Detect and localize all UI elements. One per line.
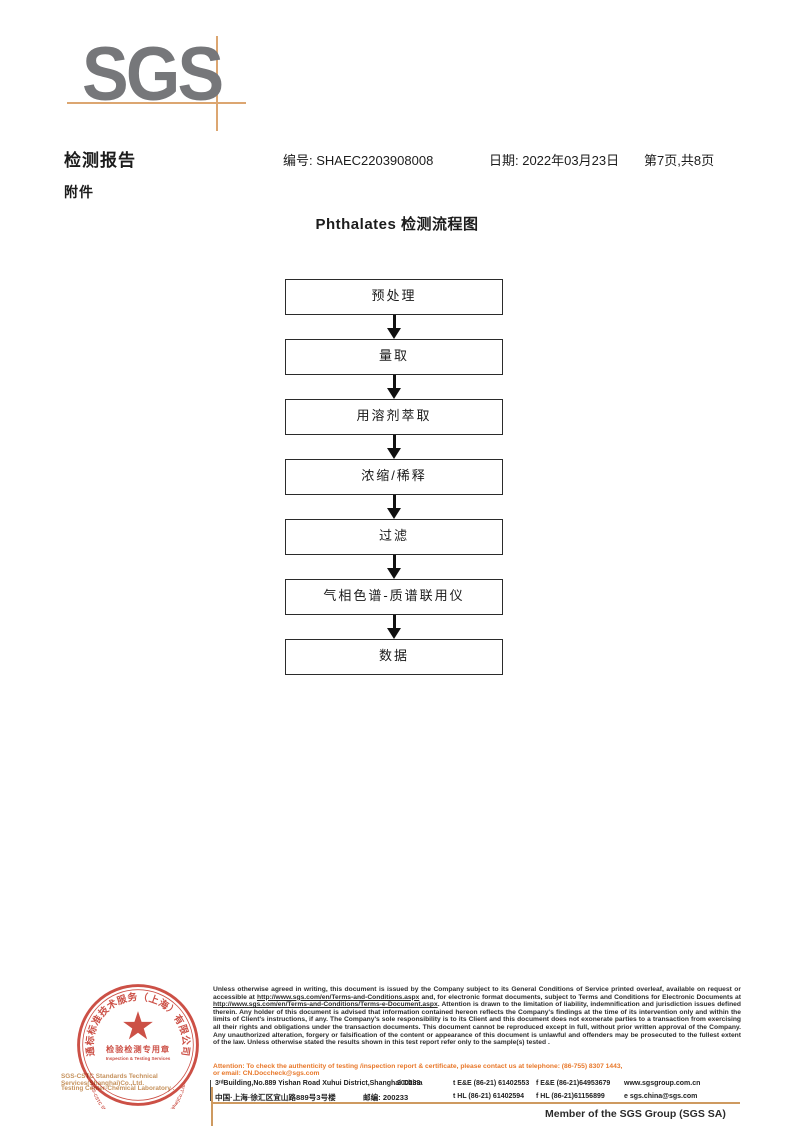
disclaimer-segment: . Attention is drawn to the limitation o…: [213, 1001, 741, 1047]
down-arrow-icon: [387, 375, 401, 399]
attention-line-2: or email: CN.Doccheck@sgs.com: [213, 1070, 320, 1077]
tel-hl: t HL (86-21) 61402594: [453, 1093, 525, 1100]
flow-step-label: 数据: [378, 648, 409, 663]
flow-step-pretreatment: 预处理: [285, 279, 503, 315]
stamp-outer-ring: [77, 984, 199, 1106]
flowchart-title: Phthalates 检测流程图: [315, 216, 479, 233]
postcode-english: 200233: [397, 1080, 421, 1087]
stamp-center-line1: 检验检测专用章: [106, 1044, 170, 1054]
page-indicator: 第7页,共8页: [644, 153, 715, 168]
flow-step-label: 气相色谱-质谱联用仪: [323, 588, 465, 603]
flow-step-measure: 量取: [285, 339, 503, 375]
footer-crosshair-vertical: [211, 1087, 213, 1126]
report-title: 检测报告: [64, 151, 136, 170]
fax-hl: f HL (86-21)61156899: [536, 1093, 605, 1100]
flow-step-concentrate-dilute: 浓缩/稀释: [285, 459, 503, 495]
postcode-chinese: 邮编: 200233: [363, 1093, 409, 1102]
sgs-member-text: Member of the SGS Group (SGS SA): [545, 1108, 726, 1120]
terms-link-text: http://www.sgs.com/en/Terms-and-Conditio…: [213, 1001, 438, 1009]
down-arrow-icon: [387, 615, 401, 639]
footer-company-name: SGS-CSTC Standards Technical Services(Sh…: [61, 1073, 158, 1087]
logo-horizontal-line: [67, 102, 246, 104]
flow-step-label: 用溶剂萃取: [356, 408, 432, 423]
inspection-testing-stamp: 通标标准技术服务（上海）有限公司 SGS-CSTC Standards Tech…: [77, 984, 199, 1109]
tel-ee: t E&E (86-21) 61402553: [453, 1080, 530, 1087]
attention-line-1: Attention: To check the authenticity of …: [213, 1063, 623, 1070]
sgs-logo-text: SGS: [82, 31, 224, 117]
address-english: 3ʳᵈBuilding,No.889 Yishan Road Xuhui Dis…: [215, 1080, 423, 1087]
flow-step-label: 过滤: [378, 528, 409, 543]
flow-step-gcms: 气相色谱-质谱联用仪: [285, 579, 503, 615]
flow-step-filter: 过滤: [285, 519, 503, 555]
flow-step-label: 浓缩/稀释: [361, 468, 427, 483]
footer-lab-name: Testing Center-Chemical Laboratory .: [61, 1085, 175, 1092]
down-arrow-icon: [387, 555, 401, 579]
disclaimer-text: Unless otherwise agreed in writing, this…: [213, 986, 741, 1047]
flow-step-solvent-extraction: 用溶剂萃取: [285, 399, 503, 435]
address-chinese: 中国·上海·徐汇区宜山路889号3号楼: [215, 1093, 336, 1102]
stamp-inner-ring: [82, 989, 194, 1101]
fax-ee: f E&E (86-21)64953679: [536, 1080, 611, 1087]
stamp-center-line2: Inspection & Testing Services: [106, 1056, 171, 1061]
report-number: 编号: SHAEC2203908008: [283, 153, 434, 168]
terms-link-text: http://www.sgs.com/en/Terms-and-Conditio…: [256, 993, 420, 1001]
flow-step-data: 数据: [285, 639, 503, 675]
address-left-border: [210, 1080, 211, 1101]
attachment-label: 附件: [64, 184, 94, 200]
sgs-logo: SGS: [0, 0, 260, 140]
down-arrow-icon: [387, 495, 401, 519]
disclaimer-segment: Unless otherwise agreed in writing, this…: [213, 986, 741, 1001]
website: www.sgsgroup.com.cn: [624, 1080, 701, 1087]
email: e sgs.china@sgs.com: [624, 1093, 698, 1100]
disclaimer-segment: and, for electronic format documents, su…: [419, 993, 741, 1001]
down-arrow-icon: [387, 435, 401, 459]
flow-step-label: 量取: [378, 348, 409, 363]
logo-vertical-line: [216, 36, 218, 131]
stamp-star-icon: [123, 1011, 153, 1040]
down-arrow-icon: [387, 315, 401, 339]
footer-horizontal-rule: [212, 1102, 740, 1104]
flow-step-label: 预处理: [371, 288, 417, 303]
report-date: 日期: 2022年03月23日: [489, 153, 620, 168]
